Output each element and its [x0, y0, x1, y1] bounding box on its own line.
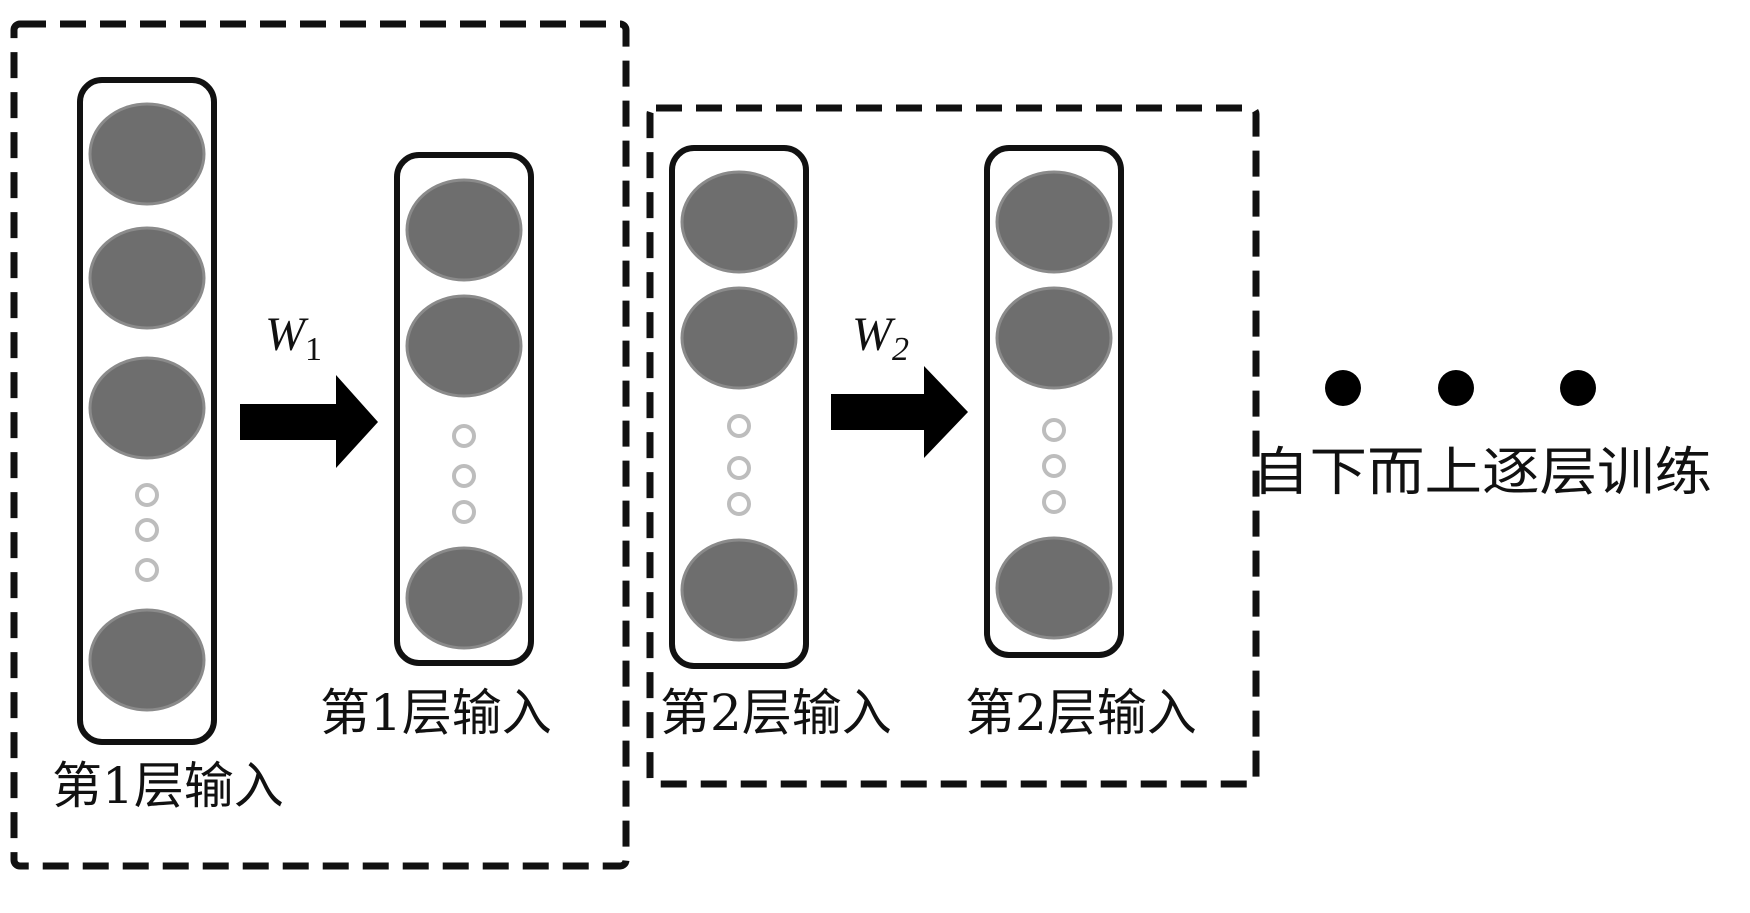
neuron	[680, 286, 798, 390]
ellipsis-node	[1042, 454, 1066, 478]
neuron	[88, 356, 206, 460]
dot	[1560, 370, 1596, 406]
neuron	[88, 608, 206, 712]
stage-1-input-label: 第1层输入	[52, 757, 284, 815]
stage-2-dashed-frame	[646, 104, 1260, 788]
stage-2-output-layer	[984, 145, 1124, 658]
neuron	[405, 294, 523, 398]
neuron	[680, 538, 798, 642]
stage-1-output-layer	[394, 152, 534, 666]
ellipsis-node	[1042, 418, 1066, 442]
ellipsis-node	[135, 558, 159, 582]
ellipsis-node	[452, 424, 476, 448]
stage-2-input-layer	[669, 145, 809, 669]
dot	[1325, 370, 1361, 406]
neuron	[405, 178, 523, 282]
forward-arrow-1	[240, 375, 378, 468]
ellipsis-node	[727, 456, 751, 480]
ellipsis-node	[452, 500, 476, 524]
neuron	[680, 170, 798, 274]
dot	[1438, 370, 1474, 406]
stage-2-input-label: 第2层输入	[660, 684, 892, 742]
ellipsis-node	[135, 518, 159, 542]
neuron	[88, 226, 206, 330]
ellipsis-node	[727, 492, 751, 516]
training-caption: 自下而上逐层训练	[1252, 443, 1712, 503]
stage-2-output-label: 第2层输入	[965, 684, 1197, 742]
ellipsis-node	[135, 483, 159, 507]
weight-label-w1: W1	[265, 308, 322, 368]
ellipsis-node	[727, 414, 751, 438]
forward-arrow-2	[831, 366, 968, 458]
stage-1-input-layer	[77, 77, 217, 745]
ellipsis-node	[1042, 490, 1066, 514]
neuron	[995, 170, 1113, 274]
continuation-dots	[1325, 370, 1596, 406]
neuron	[995, 536, 1113, 640]
stage-1-output-label: 第1层输入	[320, 684, 552, 742]
weight-label-w2: W2	[852, 308, 909, 368]
stage-1-dashed-frame	[10, 20, 630, 870]
neuron	[405, 546, 523, 650]
neuron	[995, 286, 1113, 390]
ellipsis-node	[452, 464, 476, 488]
neuron	[88, 102, 206, 206]
